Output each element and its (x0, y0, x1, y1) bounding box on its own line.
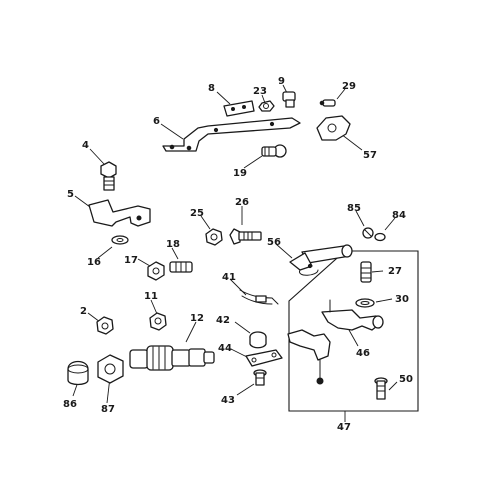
shaft-part-12 (129, 345, 215, 371)
spring-clip-part-41 (239, 289, 279, 305)
spring-cylinder-part-56 (289, 244, 353, 276)
callout-57: 57 (363, 150, 377, 161)
callout-41: 41 (222, 272, 236, 283)
callout-9: 9 (278, 76, 285, 87)
callout-86: 86 (63, 399, 77, 410)
callout-16: 16 (87, 257, 101, 268)
callout-17: 17 (124, 255, 138, 266)
nut-part-23 (258, 100, 275, 112)
bolt-part-18 (169, 261, 193, 273)
callout-47: 47 (337, 422, 351, 433)
bracket-part-47-inner (287, 329, 331, 385)
callout-30: 30 (395, 294, 409, 305)
callout-4: 4 (82, 140, 89, 151)
callout-2: 2 (80, 306, 87, 317)
callout-56: 56 (267, 237, 281, 248)
callout-19: 19 (233, 168, 247, 179)
callout-labels: 8 23 9 29 6 57 19 4 5 25 26 85 84 16 56 … (63, 76, 413, 433)
cap-nut-part-86 (67, 360, 89, 386)
callout-12: 12 (190, 313, 204, 324)
callout-23: 23 (253, 86, 267, 97)
fork-assembly-part-46 (321, 299, 384, 331)
hex-nut-part-87 (97, 354, 124, 384)
bracket-part-5 (88, 199, 151, 227)
washer-part-16 (111, 235, 129, 245)
callout-29: 29 (342, 81, 356, 92)
bush-part-42 (249, 331, 267, 349)
lever-part-57 (316, 115, 351, 141)
callout-6: 6 (153, 116, 160, 127)
bolt-part-43 (253, 369, 267, 386)
plate-part-8 (223, 100, 255, 117)
nut-part-25 (205, 228, 223, 246)
callout-18: 18 (166, 239, 180, 250)
callout-42: 42 (216, 315, 230, 326)
bolt-part-19 (261, 144, 287, 158)
nut-part-2 (96, 316, 114, 335)
callout-46: 46 (356, 348, 370, 359)
callout-26: 26 (235, 197, 249, 208)
pin-part-29 (319, 99, 336, 107)
callout-8: 8 (208, 83, 215, 94)
bolt-part-4 (100, 161, 117, 191)
callout-5: 5 (67, 189, 74, 200)
screw-part-85 (362, 227, 374, 239)
callout-43: 43 (221, 395, 235, 406)
link-part-44 (245, 349, 283, 367)
circlip-part-30 (355, 298, 375, 308)
callout-44: 44 (218, 343, 232, 354)
nut-part-17 (147, 261, 165, 281)
bolt-part-50 (374, 377, 388, 400)
selector-rod-part-6 (162, 117, 301, 152)
callout-11: 11 (144, 291, 158, 302)
washer-part-84 (374, 232, 386, 242)
callout-50: 50 (399, 374, 413, 385)
callout-27: 27 (388, 266, 402, 277)
callout-25: 25 (190, 208, 204, 219)
bolt-part-26 (229, 228, 262, 245)
callout-85: 85 (347, 203, 361, 214)
kit-47-frame (288, 250, 419, 412)
callout-84: 84 (392, 210, 406, 221)
bolt-part-27 (360, 261, 372, 283)
stud-part-9 (282, 91, 296, 108)
nut-part-11 (149, 312, 167, 331)
callout-87: 87 (101, 404, 115, 415)
